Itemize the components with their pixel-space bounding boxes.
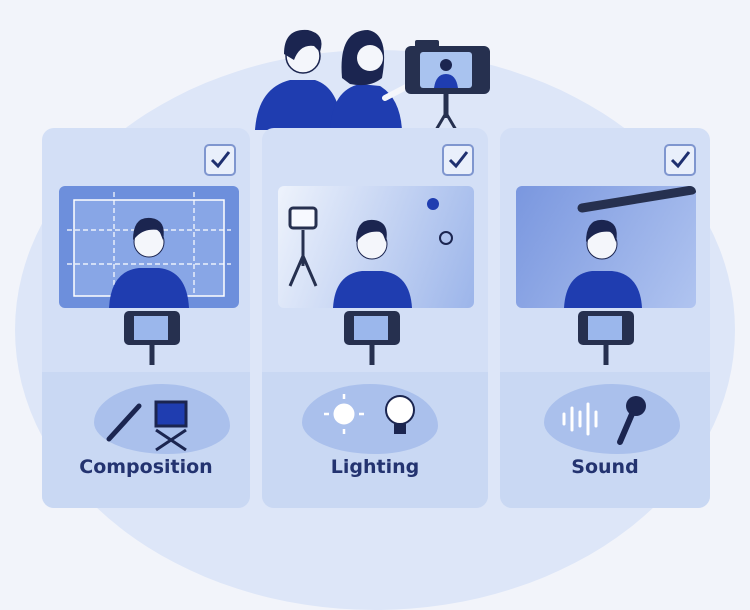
checkbox-checked[interactable] <box>664 144 696 176</box>
card-label: Composition <box>79 456 213 478</box>
card-label: Sound <box>571 456 639 478</box>
lighting-card[interactable]: Lighting <box>262 128 488 508</box>
sound-scene <box>516 186 696 308</box>
card-label: Lighting <box>330 456 420 478</box>
composition-card[interactable]: Composition <box>42 128 250 508</box>
sound-tools <box>544 384 680 454</box>
framing-grid-scene <box>59 186 239 308</box>
composition-tools <box>94 384 230 454</box>
filmmakers-illustration <box>255 29 490 131</box>
lighting-scene <box>278 186 474 308</box>
camera-icon <box>578 311 634 365</box>
lighting-tools <box>302 384 438 454</box>
checkbox-checked[interactable] <box>442 144 474 176</box>
camera-icon <box>124 311 180 365</box>
sound-card[interactable]: Sound <box>500 128 710 508</box>
camera-icon <box>344 311 400 365</box>
checkbox-checked[interactable] <box>204 144 236 176</box>
